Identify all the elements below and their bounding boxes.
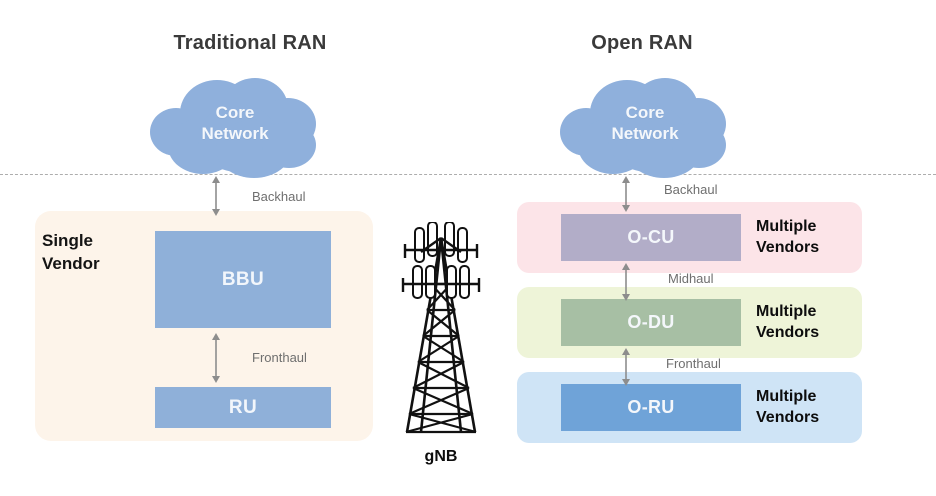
multiple-vendors-label-ocu: Multiple Vendors xyxy=(756,216,860,258)
ru-label: RU xyxy=(228,396,258,418)
o-ru-box: O-RU xyxy=(561,384,741,431)
open-ran-title: Open RAN xyxy=(591,32,693,54)
single-vendor-label: Single Vendor xyxy=(42,229,152,275)
midhaul-arrow xyxy=(622,263,630,301)
midhaul-label: Midhaul xyxy=(668,271,714,286)
core-network-cloud-label: Core Network xyxy=(150,102,320,144)
core-network-cloud-open: Core Network xyxy=(560,78,730,178)
cloud-label-line1: Core xyxy=(215,103,255,122)
bbu-box: BBU xyxy=(155,231,331,328)
multiple-vendors-label-oru: Multiple Vendors xyxy=(756,386,860,428)
cloud-puff xyxy=(262,122,316,168)
core-ran-separator-line xyxy=(0,174,936,175)
multiple-vendors-label-odu: Multiple Vendors xyxy=(756,301,860,343)
cloud-label-line1: Core xyxy=(625,103,665,122)
o-cu-box: O-CU xyxy=(561,214,741,261)
o-cu-label: O-CU xyxy=(627,227,675,247)
cell-tower-icon xyxy=(401,222,481,434)
ru-box: RU xyxy=(155,387,331,428)
cloud-puff xyxy=(672,122,726,168)
gnb-label: gNB xyxy=(424,448,458,465)
core-network-cloud-traditional: Core Network xyxy=(150,78,320,178)
multiple-vendors-line2: Vendors xyxy=(756,239,820,256)
cloud-label-line2: Network xyxy=(201,124,269,143)
multiple-vendors-line2: Vendors xyxy=(756,324,820,341)
backhaul-label-traditional: Backhaul xyxy=(252,189,306,204)
multiple-vendors-line2: Vendors xyxy=(756,409,820,426)
core-network-cloud-label: Core Network xyxy=(560,102,730,144)
backhaul-arrow-traditional xyxy=(212,176,220,216)
multiple-vendors-line1: Multiple xyxy=(756,388,817,405)
traditional-ran-title: Traditional RAN xyxy=(173,32,327,54)
o-du-box: O-DU xyxy=(561,299,741,346)
o-du-label: O-DU xyxy=(627,312,675,332)
multiple-vendors-line1: Multiple xyxy=(756,303,817,320)
bbu-label: BBU xyxy=(221,268,265,290)
cloud-label-line2: Network xyxy=(611,124,679,143)
fronthaul-label-open: Fronthaul xyxy=(666,356,721,371)
backhaul-label-open: Backhaul xyxy=(664,182,718,197)
fronthaul-arrow-traditional xyxy=(212,333,220,383)
single-vendor-line1: Single xyxy=(42,231,94,250)
fronthaul-arrow-open xyxy=(622,348,630,386)
single-vendor-line2: Vendor xyxy=(42,254,100,273)
fronthaul-label-traditional: Fronthaul xyxy=(252,350,307,365)
o-ru-label: O-RU xyxy=(627,397,675,417)
multiple-vendors-line1: Multiple xyxy=(756,218,817,235)
backhaul-arrow-open xyxy=(622,176,630,212)
